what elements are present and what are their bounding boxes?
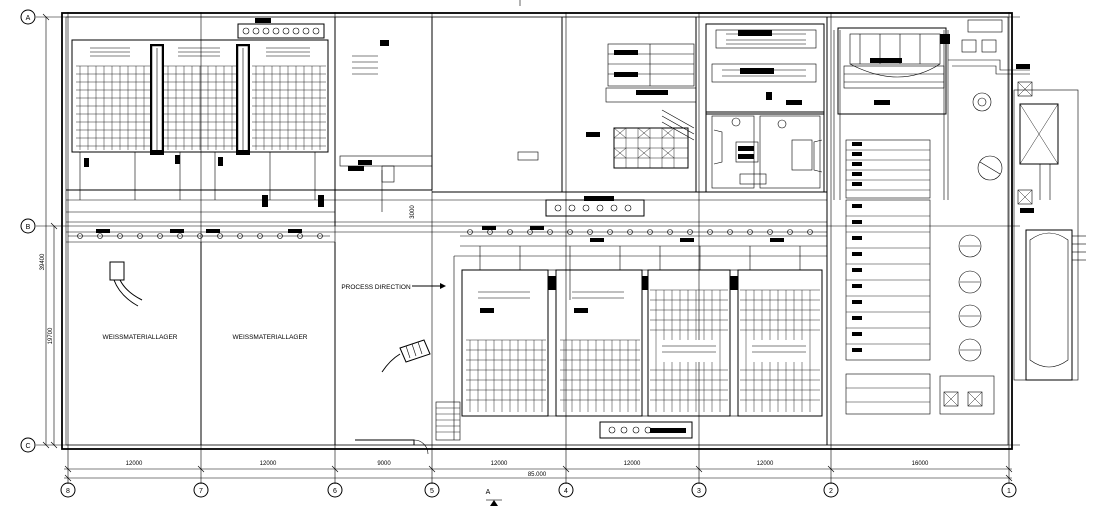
axis-bubble-3: 3: [691, 482, 707, 498]
axis-label-8: 8: [66, 488, 70, 495]
axis-label-b: B: [26, 224, 31, 231]
axis-label-6: 6: [333, 488, 337, 495]
axis-label-c: C: [25, 443, 30, 450]
upper-middle-room: [517, 43, 697, 169]
axis-label-7: 7: [199, 488, 203, 495]
dim-total: 85.000: [528, 472, 547, 478]
axis-label-1: 1: [1007, 488, 1011, 495]
axis-label-5: 5: [430, 488, 434, 495]
axis-bubble-c: C: [20, 437, 36, 453]
process-direction-arrow: [412, 283, 446, 289]
section-marker-label: A: [486, 489, 491, 496]
conveyor-rows: [68, 226, 827, 300]
axis-bubble-7: 7: [193, 482, 209, 498]
lower-racking: [435, 196, 823, 441]
dim-span-6-5: 9000: [377, 461, 391, 467]
panel-rows: [845, 139, 1086, 415]
warehouse-left-label: WEISSMATERIALLAGER: [102, 334, 177, 341]
dim-span-4-3: 12000: [624, 461, 641, 467]
dim-span-8-7: 12000: [126, 461, 143, 467]
axis-bubble-b: B: [20, 218, 36, 234]
axis-bubble-8: 8: [60, 482, 76, 498]
axis-bubble-1: 1: [1001, 482, 1017, 498]
dim-span-3-2: 12000: [757, 461, 774, 467]
process-direction-label: PROCESS DIRECTION: [341, 284, 411, 291]
dim-span-2-1: 16000: [912, 461, 929, 467]
forklift-right: [381, 339, 431, 373]
axis-label-3: 3: [697, 488, 701, 495]
axis-bubble-4: 4: [558, 482, 574, 498]
middle-top-area: [339, 40, 433, 212]
warehouse-right-label: WEISSMATERIALLAGER: [232, 334, 307, 341]
top-left-racking: [71, 18, 329, 207]
central-machine-room: [705, 23, 825, 193]
axis-bubble-6: 6: [327, 482, 343, 498]
section-marker-a: [486, 499, 502, 506]
axis-bubble-a: A: [20, 9, 36, 25]
dim-height-lower: 19700: [48, 327, 54, 344]
axis-label-4: 4: [564, 488, 568, 495]
axis-label-a: A: [26, 15, 31, 22]
axis-label-2: 2: [829, 488, 833, 495]
dim-span-5-4: 12000: [491, 461, 508, 467]
dimension-lines: [42, 13, 1013, 482]
building-outline: [61, 12, 1079, 455]
dim-height-upper: 3000: [410, 205, 416, 219]
dim-span-7-6: 12000: [260, 461, 277, 467]
dim-height-total: 39400: [40, 253, 46, 270]
forklift-left: [109, 261, 143, 307]
axis-bubble-5: 5: [424, 482, 440, 498]
axis-bubble-2: 2: [823, 482, 839, 498]
right-upper-equipment: [833, 19, 1059, 213]
